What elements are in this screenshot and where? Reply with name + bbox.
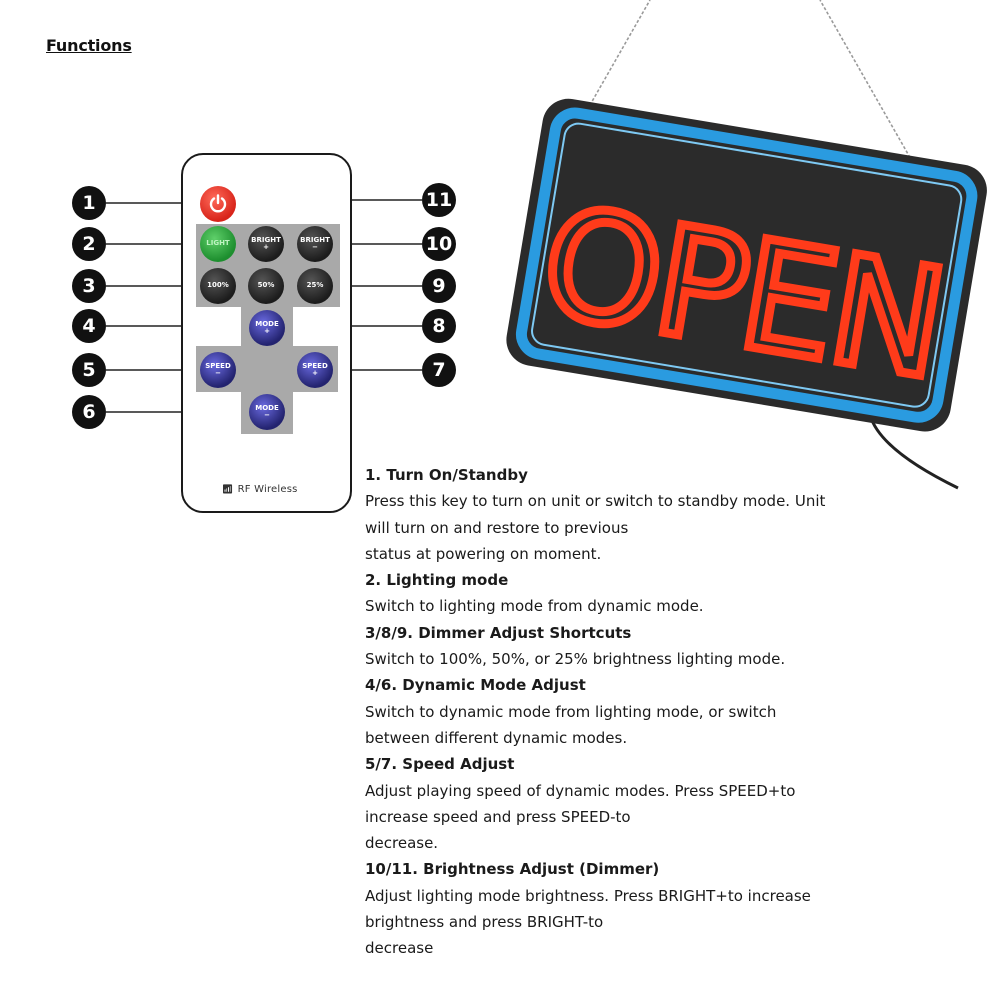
section-line: decrease [365,939,434,958]
brightness-100-button[interactable]: 100% [200,268,236,304]
functions-heading: Functions [46,36,132,55]
section-line: Adjust lighting mode brightness. Press B… [365,886,811,905]
speed-plus-button[interactable]: SPEED + [297,352,333,388]
brightness-50-button[interactable]: 50% [248,268,284,304]
callout-4: 4 [72,309,106,343]
section-line: increase speed and press SPEED-to [365,807,631,826]
bright-plus-button[interactable]: BRIGHT + [248,226,284,262]
section-title: 2. Lighting mode [365,571,509,590]
callout-7: 7 [422,353,456,387]
callout-6: 6 [72,395,106,429]
callout-2: 2 [72,227,106,261]
callout-1: 1 [72,186,106,220]
mode-plus-button[interactable]: MODE + [249,310,285,346]
section-title: 10/11. Brightness Adjust (Dimmer) [365,860,660,879]
sign-body [506,98,987,432]
speed-minus-button[interactable]: SPEED − [200,352,236,388]
callout-10: 10 [422,227,456,261]
section-line: brightness and press BRIGHT-to [365,913,604,932]
power-icon [209,194,227,213]
brightness-25-button[interactable]: 25% [297,268,333,304]
callout-11: 11 [422,183,456,217]
section-line: decrease. [365,834,439,853]
functions-description: 1. Turn On/Standby Press this key to tur… [365,462,885,962]
section-line: between different dynamic modes. [365,728,628,747]
callout-9: 9 [422,269,456,303]
mode-minus-button[interactable]: MODE − [249,394,285,430]
section-line: Switch to lighting mode from dynamic mod… [365,597,704,616]
section-line: status at powering on moment. [365,544,602,563]
light-button[interactable]: LIGHT [200,226,236,262]
section-title: 1. Turn On/Standby [365,466,528,484]
section-line: Switch to 100%, 50%, or 25% brightness l… [365,650,786,669]
wireless-icon: 📶︎ [222,485,234,495]
callout-3: 3 [72,269,106,303]
sign-frame [515,107,978,423]
rf-wireless-label: 📶︎RF Wireless [222,484,298,495]
callout-8: 8 [422,309,456,343]
section-title: 5/7. Speed Adjust [365,755,515,774]
power-button[interactable] [200,186,236,222]
section-line: Press this key to turn on unit or switch… [365,492,826,511]
section-line: will turn on and restore to previous [365,518,629,537]
bright-minus-button[interactable]: BRIGHT − [297,226,333,262]
section-line: Adjust playing speed of dynamic modes. P… [365,781,796,800]
section-title: 3/8/9. Dimmer Adjust Shortcuts [365,623,632,642]
section-title: 4/6. Dynamic Mode Adjust [365,676,586,695]
section-line: Switch to dynamic mode from lighting mod… [365,702,777,721]
callout-5: 5 [72,353,106,387]
